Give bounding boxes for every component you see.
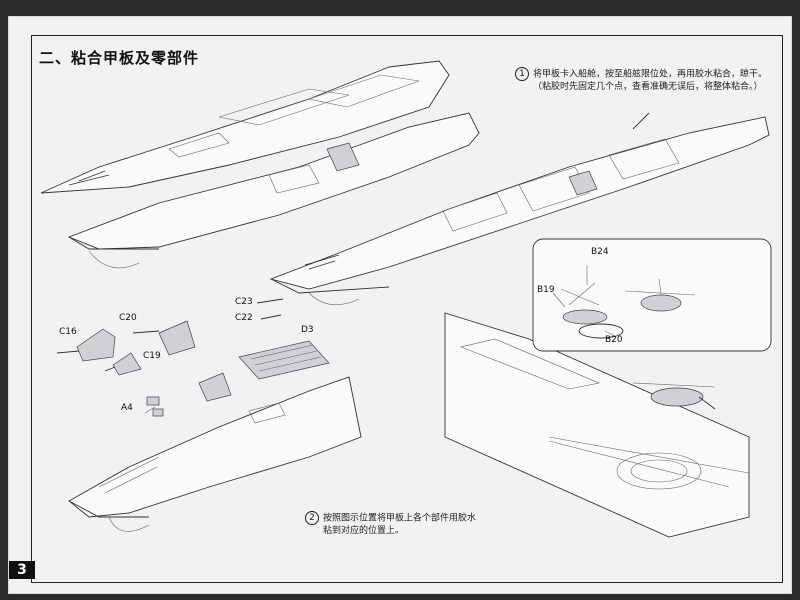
- helicopter-callout: [532, 238, 772, 352]
- part-label-a4: A4: [121, 403, 133, 413]
- hull-drawing-upper: [67, 112, 480, 269]
- part-label-b19: B19: [537, 285, 555, 295]
- helicopter-mounted: [632, 382, 716, 410]
- page-number: 3: [9, 561, 35, 579]
- hull-drawing-assembled: [269, 112, 770, 306]
- turret-parts: [56, 320, 232, 417]
- stern-closeup-drawing: [444, 312, 750, 538]
- part-label-c16: C16: [59, 327, 77, 337]
- part-label-b24: B24: [591, 247, 609, 257]
- page-border: [31, 35, 783, 583]
- assembly-drawing: [40, 60, 772, 538]
- part-label-c22: C22: [235, 313, 253, 323]
- step-2-number: 2: [305, 511, 319, 525]
- part-label-b20: B20: [605, 335, 623, 345]
- step-2-line-2: 粘到对应的位置上。: [323, 526, 405, 536]
- step-1-note: 1 将甲板卡入船舱，按至船舷限位处，再用胶水粘合，晾干。 （粘胶时先固定几个点，查…: [515, 67, 775, 93]
- step-1-line-1: 将甲板卡入船舱，按至船舷限位处，再用胶水粘合，晾干。: [533, 69, 768, 80]
- part-label-c19: C19: [143, 351, 161, 361]
- section-title: 二、粘合甲板及零部件: [39, 49, 200, 67]
- step-2-note: 2 按照图示位置将甲板上各个部件用胶水 粘到对应的位置上。: [305, 511, 515, 537]
- part-label-d3: D3: [301, 325, 314, 335]
- bow-drawing: [68, 376, 362, 532]
- step-1-line-2: （粘胶时先固定几个点，查看准确无误后，将整体粘合。）: [533, 82, 763, 92]
- separate-deck-drawing: [40, 60, 450, 194]
- part-label-c20: C20: [119, 313, 137, 323]
- instruction-page: 二、粘合甲板及零部件 1 将甲板卡入船舱，按至船舷限位处，再用胶水粘合，晾干。 （…: [8, 16, 792, 594]
- step-2-line-1: 按照图示位置将甲板上各个部件用胶水: [323, 513, 477, 524]
- parts-grid-d3: [238, 298, 330, 380]
- part-label-c23: C23: [235, 297, 253, 307]
- step-1-number: 1: [515, 67, 529, 81]
- leader-lines: [144, 265, 614, 414]
